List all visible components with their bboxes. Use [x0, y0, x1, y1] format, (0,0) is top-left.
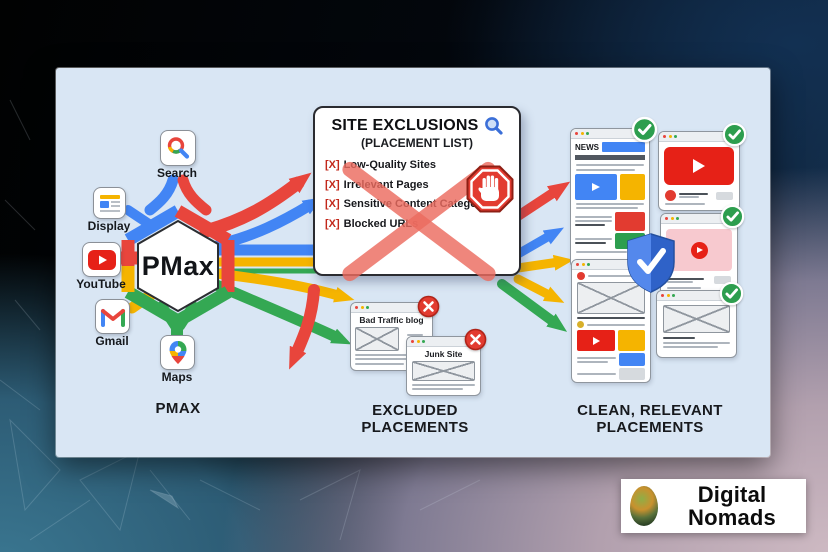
gmail-label: Gmail: [95, 334, 129, 348]
approved-badge-icon: [631, 116, 658, 143]
magnifier-icon: [484, 117, 503, 135]
channel-avatar: [665, 190, 676, 201]
site-exclusions-box: SITE EXCLUSIONS (PLACEMENT LIST) [X]Low-…: [313, 106, 521, 285]
pmax-caption: PMAX: [155, 400, 201, 417]
news-masthead: NEWS: [575, 142, 599, 152]
excluded-card2-title: Junk Site: [424, 349, 463, 359]
browser-chrome: [571, 129, 649, 139]
excluded-card-junk-site: Junk Site: [406, 328, 487, 396]
brand-name: Digital Nomads: [688, 482, 776, 530]
youtube-icon: [82, 242, 121, 277]
brand-logo: Digital Nomads: [621, 479, 806, 533]
excluded-card1-title: Bad Traffic blog: [359, 315, 424, 325]
browser-chrome: [407, 337, 480, 347]
browser-chrome: [572, 260, 650, 270]
pmax-hexagon-label: PMax: [141, 250, 215, 281]
browser-chrome: [659, 132, 739, 142]
blocked-badge-icon: [417, 295, 440, 318]
search-label: Search: [156, 166, 198, 180]
browser-chrome: [657, 291, 736, 301]
exclusion-item: [X]Blocked URLs: [325, 217, 419, 230]
youtube-label: YouTube: [76, 277, 126, 291]
search-icon: [160, 130, 196, 166]
fingerprint-logo-icon: [630, 486, 658, 526]
browser-chrome: [661, 214, 737, 224]
pmax-hexagon: [121, 205, 235, 327]
gmail-icon: [95, 299, 130, 334]
clean-card-wireframe: [656, 281, 744, 358]
exclusions-subtitle: (PLACEMENT LIST): [361, 136, 473, 150]
blocked-badge-icon: [464, 328, 487, 351]
excluded-caption: EXCLUDED PLACEMENTS: [361, 402, 469, 436]
video-player: [664, 147, 734, 185]
approved-badge-icon: [719, 281, 744, 306]
video-player: [666, 229, 732, 271]
display-icon: [93, 187, 126, 219]
approved-badge-icon: [720, 204, 745, 229]
clean-card-video: [658, 122, 747, 211]
clean-caption: CLEAN, RELEVANT PLACEMENTS: [577, 402, 723, 436]
diagram-panel: PMax Search Display: [56, 68, 770, 457]
x-marker: [X]: [325, 159, 340, 171]
exclusions-title: SITE EXCLUSIONS: [331, 116, 479, 134]
display-label: Display: [87, 219, 131, 233]
filtered-output-arrows: [497, 181, 574, 332]
x-marker: [X]: [325, 178, 340, 191]
maps-label: Maps: [161, 370, 193, 384]
browser-chrome: [351, 303, 432, 313]
stop-hand-icon: [466, 165, 514, 213]
x-marker: [X]: [325, 217, 340, 230]
protection-shield-icon: [627, 233, 675, 293]
maps-icon: [160, 335, 195, 370]
x-marker: [X]: [325, 198, 340, 210]
approved-badge-icon: [722, 122, 747, 147]
